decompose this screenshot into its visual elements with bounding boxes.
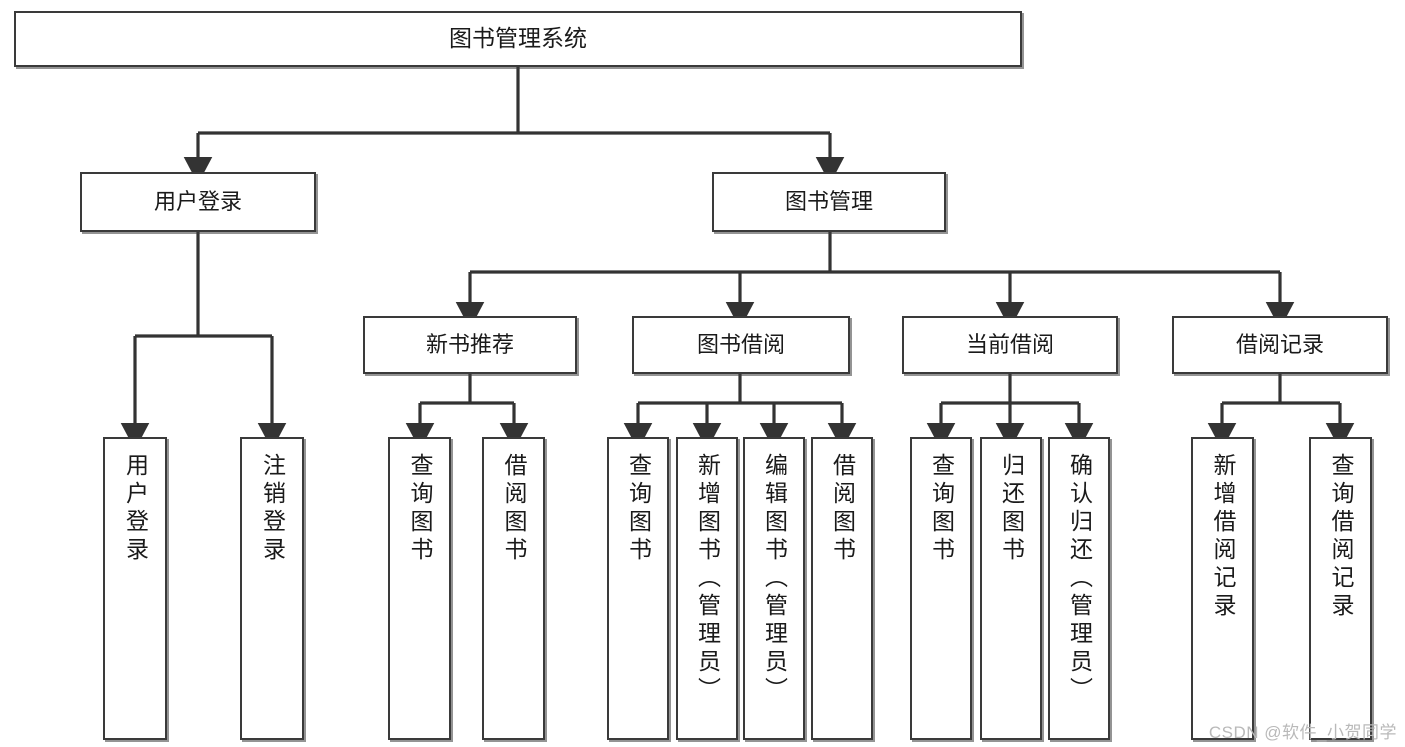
- node-leaf-add-record[interactable]: 新增借阅记录: [1191, 437, 1254, 740]
- node-label: 查询借阅记录: [1328, 453, 1354, 621]
- node-book-manage[interactable]: 图书管理: [712, 172, 946, 232]
- node-leaf-borrow-book-2[interactable]: 借阅图书: [811, 437, 873, 740]
- node-leaf-return-book[interactable]: 归还图书: [980, 437, 1042, 740]
- node-leaf-user-login[interactable]: 用户登录: [103, 437, 167, 740]
- node-label: 归还图书: [998, 453, 1025, 565]
- node-label: 编辑图书（管理员）: [761, 453, 788, 705]
- node-leaf-edit-book[interactable]: 编辑图书（管理员）: [743, 437, 805, 740]
- node-label: 借阅图书: [829, 453, 856, 565]
- node-label: 图书借阅: [696, 331, 785, 357]
- node-label: 注销登录: [259, 453, 286, 565]
- node-label: 新增借阅记录: [1210, 453, 1236, 621]
- node-label: 确认归还（管理员）: [1066, 453, 1093, 705]
- node-label: 当前借阅: [965, 331, 1054, 357]
- node-leaf-user-logout[interactable]: 注销登录: [240, 437, 304, 740]
- node-label: 用户登录: [153, 188, 242, 214]
- node-leaf-add-book[interactable]: 新增图书（管理员）: [676, 437, 738, 740]
- node-label: 查询图书: [625, 453, 652, 565]
- node-label: 新增图书（管理员）: [694, 453, 721, 705]
- node-new-book-recommend[interactable]: 新书推荐: [363, 316, 577, 374]
- node-leaf-query-book-1[interactable]: 查询图书: [388, 437, 451, 740]
- node-leaf-query-book-2[interactable]: 查询图书: [607, 437, 669, 740]
- node-label: 查询图书: [407, 453, 433, 565]
- node-label: 图书管理系统: [449, 25, 587, 52]
- node-label: 图书管理: [784, 188, 873, 214]
- node-book-borrow[interactable]: 图书借阅: [632, 316, 850, 374]
- node-label: 用户登录: [122, 453, 149, 565]
- node-root-system[interactable]: 图书管理系统: [14, 11, 1022, 67]
- node-leaf-borrow-book-1[interactable]: 借阅图书: [482, 437, 545, 740]
- node-user-login[interactable]: 用户登录: [80, 172, 316, 232]
- node-leaf-query-book-3[interactable]: 查询图书: [910, 437, 972, 740]
- node-leaf-confirm-return[interactable]: 确认归还（管理员）: [1048, 437, 1110, 740]
- node-current-borrow[interactable]: 当前借阅: [902, 316, 1118, 374]
- node-label: 借阅记录: [1235, 331, 1324, 357]
- node-borrow-record[interactable]: 借阅记录: [1172, 316, 1388, 374]
- node-label: 借阅图书: [501, 453, 527, 565]
- node-label: 新书推荐: [425, 331, 514, 357]
- node-label: 查询图书: [928, 453, 955, 565]
- node-leaf-query-record[interactable]: 查询借阅记录: [1309, 437, 1372, 740]
